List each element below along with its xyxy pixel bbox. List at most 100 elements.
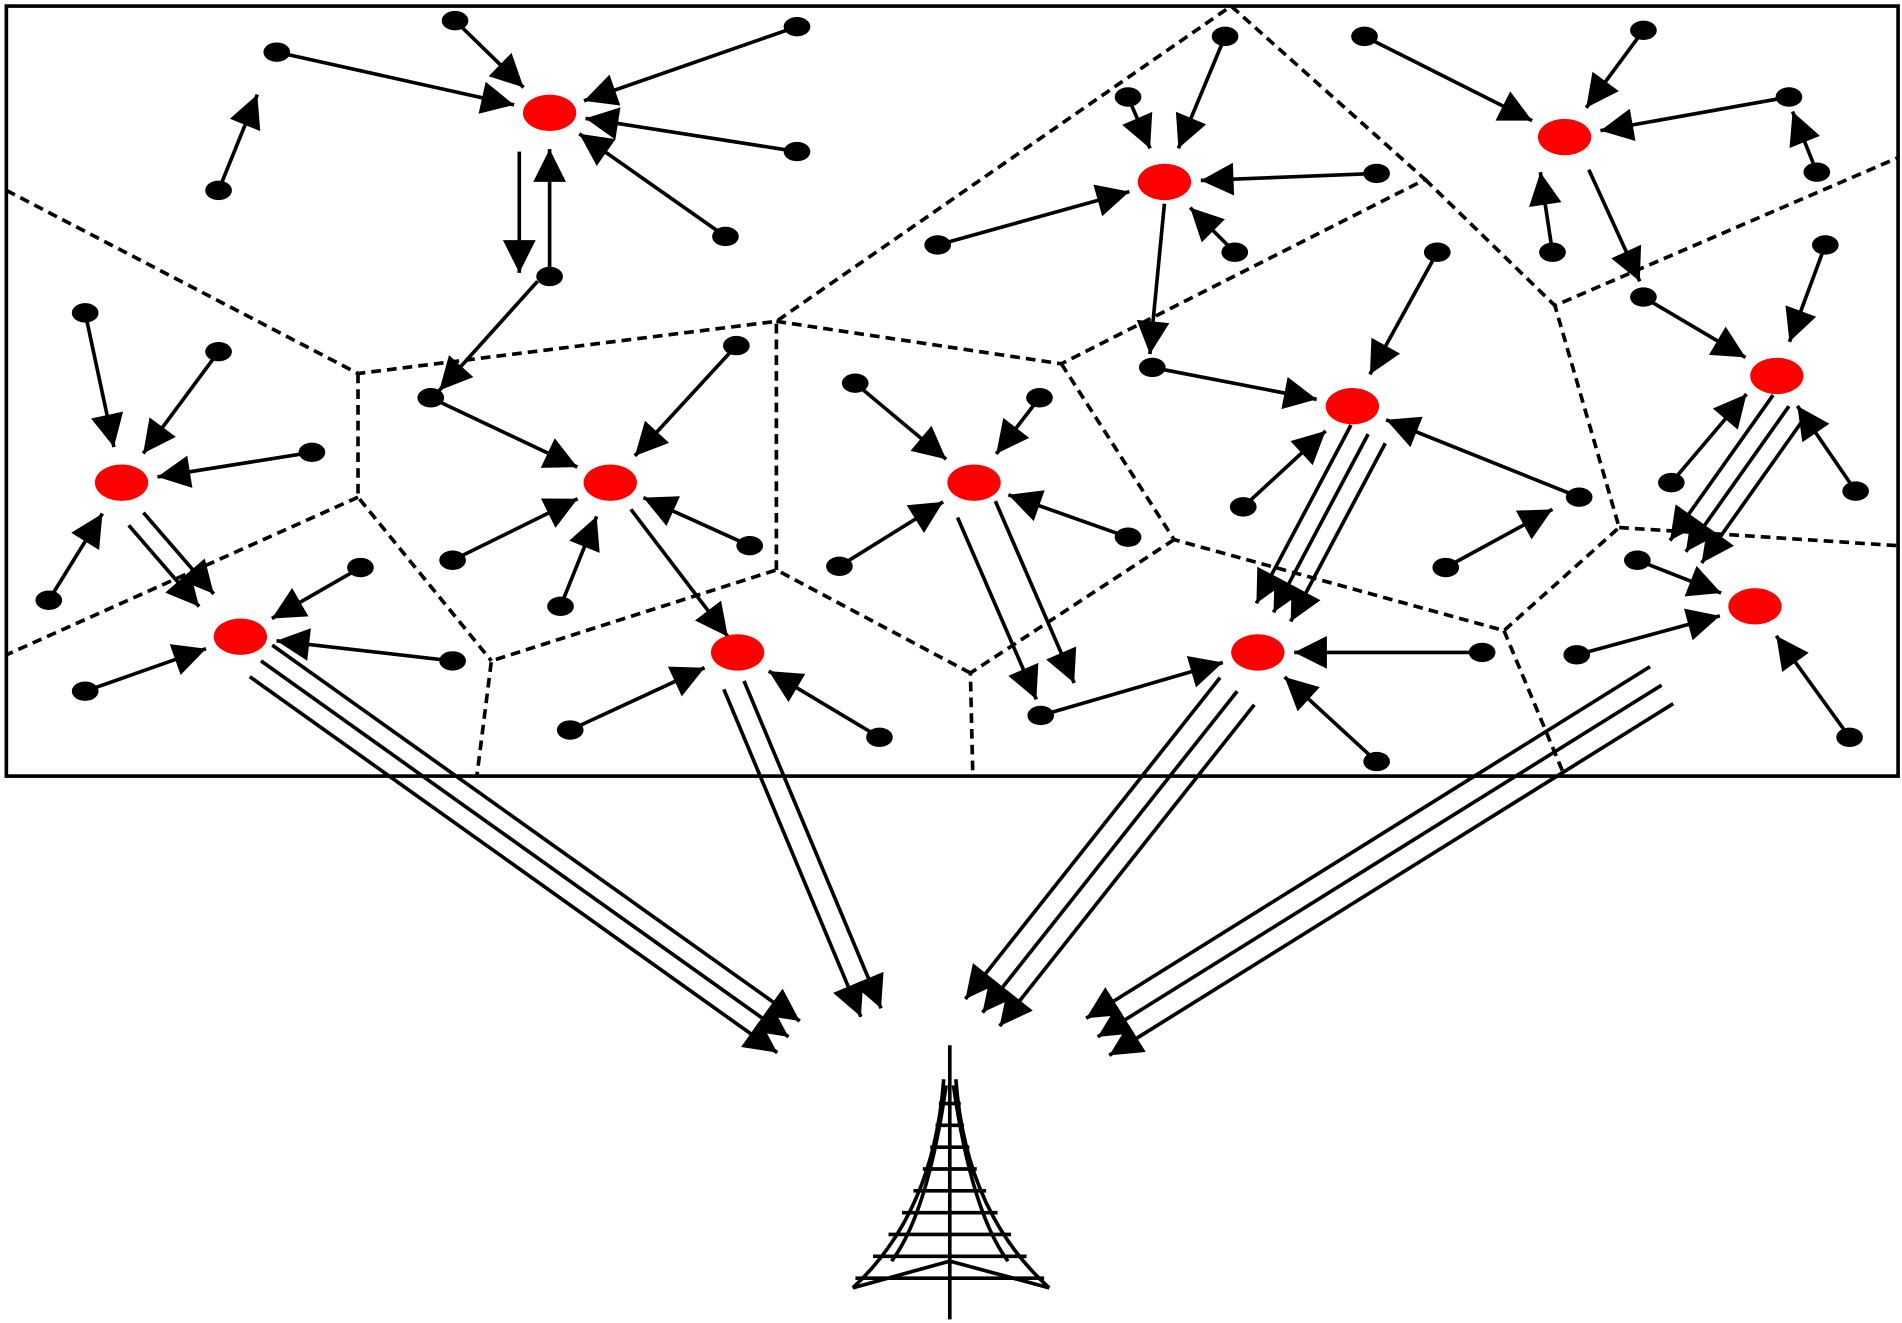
- field-boundary: [4, 4, 1900, 778]
- sensor-node: [783, 141, 811, 162]
- voronoi-cell-boundaries: [5, 4, 1899, 777]
- link-arrow: [1271, 433, 1370, 614]
- link-arrow: [83, 312, 124, 448]
- link-arrow: [742, 680, 884, 1010]
- link-arrow: [937, 184, 1130, 247]
- link-arrow: [1040, 655, 1224, 718]
- sensor-node: [1211, 26, 1239, 47]
- sensor-node: [736, 535, 764, 556]
- link-arrow: [1363, 34, 1533, 123]
- link-arrow: [437, 280, 539, 392]
- sensor-node: [1563, 645, 1591, 665]
- link-arrow: [1368, 251, 1439, 376]
- cell-boundary: [1059, 305, 1622, 633]
- link-arrow: [1108, 702, 1675, 1057]
- link-arrow: [1774, 634, 1852, 739]
- link-arrow: [451, 497, 579, 562]
- sensor-node: [1229, 497, 1257, 517]
- link-arrow: [127, 524, 201, 608]
- cell-boundary: [5, 4, 1233, 376]
- link-arrow: [1200, 162, 1377, 196]
- tower-base: [852, 1259, 1050, 1290]
- cluster-head-node: [1137, 163, 1192, 201]
- cluster-head-node: [583, 464, 637, 501]
- tower-leg: [890, 1085, 948, 1263]
- cell-boundary: [968, 538, 1176, 777]
- link-arrow: [1600, 95, 1790, 142]
- link-arrow: [1636, 558, 1722, 597]
- cluster-head-node: [522, 94, 577, 131]
- link-arrow: [276, 628, 453, 663]
- sensor-node: [1624, 550, 1651, 570]
- cell-boundary: [1502, 629, 1567, 777]
- link-arrow: [271, 565, 362, 621]
- link-arrow: [854, 381, 948, 461]
- sensor-node: [1565, 487, 1593, 507]
- sensor-node: [263, 42, 291, 62]
- link-arrow: [633, 344, 738, 458]
- link-arrow: [1085, 665, 1652, 1020]
- nodes: [35, 10, 1869, 772]
- cluster-head-node: [710, 634, 765, 671]
- link-arrow: [981, 690, 1239, 1014]
- sensor-node: [1138, 357, 1166, 378]
- sensor-node: [1114, 527, 1142, 547]
- link-arrow: [1151, 365, 1318, 410]
- sensor-node: [536, 266, 563, 287]
- sensor-node: [71, 681, 99, 701]
- link-arrow: [1283, 675, 1378, 763]
- link-arrow: [1175, 35, 1227, 150]
- link-arrow: [1289, 442, 1387, 623]
- sensor-node: [1027, 705, 1055, 726]
- link-arrow: [1785, 244, 1828, 343]
- link-arrow: [1007, 490, 1129, 539]
- link-arrow: [963, 676, 1222, 1001]
- link-arrow: [1700, 416, 1807, 565]
- cluster-head-node: [213, 618, 268, 655]
- link-arrow: [1684, 405, 1791, 553]
- sensor-node: [1221, 242, 1249, 262]
- tower-leg: [951, 1085, 1010, 1263]
- link-arrow: [993, 500, 1077, 684]
- cluster-head-node: [1728, 588, 1782, 625]
- sensor-node: [783, 16, 811, 37]
- link-arrow: [1587, 169, 1642, 283]
- cluster-head-node: [1537, 118, 1592, 156]
- sensor-node: [1026, 388, 1053, 408]
- cluster-head-node: [94, 464, 149, 501]
- link-arrow: [629, 508, 730, 638]
- link-arrow: [1576, 608, 1721, 657]
- sensor-node: [1811, 235, 1839, 255]
- link-arrow: [1242, 429, 1327, 509]
- link-arrow: [569, 666, 706, 732]
- transmission-tower-icon: [851, 1045, 1051, 1320]
- links: [47, 19, 1858, 1057]
- link-arrow: [583, 24, 798, 106]
- sensor-node: [1114, 87, 1142, 107]
- sensor-node: [298, 442, 326, 463]
- link-arrow: [994, 396, 1041, 455]
- sensor-node: [1363, 751, 1390, 772]
- link-arrow: [259, 659, 790, 1039]
- link-arrow: [1385, 416, 1580, 499]
- sensor-node: [866, 727, 893, 747]
- cell-boundary: [5, 495, 359, 657]
- cluster-head-node: [947, 464, 1001, 501]
- sensor-node: [71, 303, 99, 323]
- sensor-node: [1432, 557, 1460, 578]
- link-arrow: [558, 515, 600, 608]
- sensor-node: [826, 556, 853, 577]
- link-arrow: [1642, 295, 1747, 359]
- link-arrow: [1584, 29, 1645, 109]
- sensor-node: [1363, 163, 1390, 184]
- link-arrow: [157, 450, 313, 488]
- sensor-node: [1539, 242, 1566, 262]
- sensor-node: [547, 596, 574, 617]
- sensor-node: [1842, 481, 1869, 501]
- sensor-node: [556, 720, 584, 740]
- sensor-node: [1423, 242, 1451, 262]
- cell-boundary: [356, 373, 493, 663]
- sensor-node: [439, 550, 466, 570]
- link-arrow: [838, 500, 945, 568]
- link-arrow: [1444, 507, 1554, 570]
